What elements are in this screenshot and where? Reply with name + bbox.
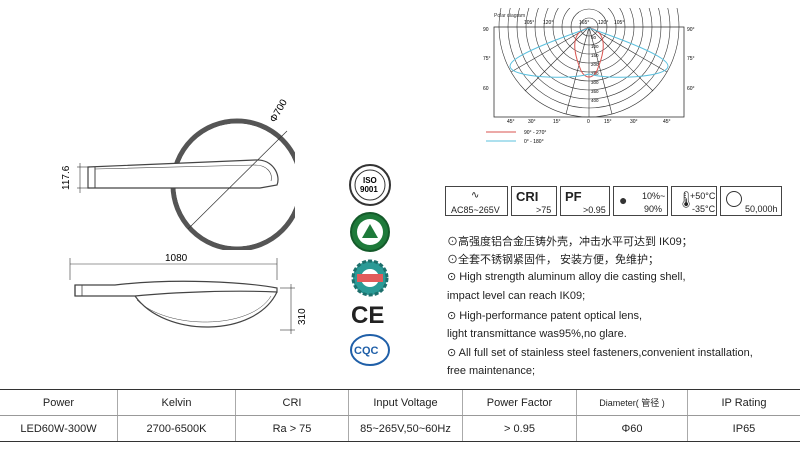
cqc-mark: CQC	[354, 345, 379, 357]
gear-cert-logo	[351, 259, 389, 297]
polar-radial-label: 150	[591, 53, 599, 58]
top-view-drawing: Φ700 117.6	[61, 97, 295, 250]
polar-radial-label: 300	[591, 80, 599, 85]
polar-left-angle: 90	[483, 27, 489, 33]
feature-line: impact level can reach IK09;	[447, 290, 586, 302]
table-header-cell: Kelvin	[117, 389, 236, 416]
ce-logo: CE	[351, 302, 384, 329]
temperature-box: 🌡︎ +50°C -35°C	[671, 186, 717, 216]
feature-line: ⊙ High strength aluminum alloy die casti…	[447, 271, 686, 283]
spec-table: Power Kelvin CRI Input Voltage Power Fac…	[0, 389, 800, 442]
polar-left-angle: 75°	[483, 56, 491, 62]
cqc-logo: CQC	[350, 334, 390, 366]
polar-radial-label: 200	[591, 62, 599, 67]
polar-radial-label: 400	[591, 98, 599, 103]
pf-box: PF >0.95	[560, 186, 610, 216]
polar-grid	[498, 8, 680, 118]
table-header-cell: CRI	[235, 389, 349, 416]
iso-number: 9001	[360, 185, 378, 194]
table-cell: IP65	[687, 415, 800, 442]
table-header-cell: Power Factor	[462, 389, 577, 416]
droplet-icon: ●	[619, 192, 628, 208]
feature-line: ⊙全套不锈钢紧固件， 安装方便，免维护；	[447, 254, 660, 266]
green-seal-logo	[350, 212, 390, 252]
polar-diagram: Polar diagram 105° 120° 165° 120° 105° 5…	[483, 8, 695, 145]
polar-bottom-angle: 15°	[604, 119, 612, 125]
lamp-arm	[87, 159, 279, 189]
ac-voltage-box: ∿ AC85~265V	[445, 186, 508, 216]
table-cell: 2700-6500K	[117, 415, 236, 442]
humidity-box: ● 10%~ 90%	[613, 186, 668, 216]
feature-line: free maintenance;	[447, 365, 536, 377]
thermometer-icon: 🌡︎	[676, 192, 697, 209]
polar-top-angle: 120°	[598, 20, 608, 26]
depth-label: 310	[297, 308, 305, 325]
table-cell: > 0.95	[462, 415, 577, 442]
lifetime-box: 50,000h	[720, 186, 782, 216]
polar-radial-label: 350	[591, 89, 599, 94]
polar-top-angle: 120°	[543, 20, 553, 26]
sine-wave-icon: ∿	[471, 190, 480, 201]
diameter-line	[187, 130, 288, 230]
polar-top-angle: 105°	[614, 20, 624, 26]
cri-value: >75	[536, 205, 552, 215]
polar-right-angle: 90°	[687, 27, 695, 33]
feature-line: light transmittance was95%,no glare.	[447, 328, 627, 340]
polar-bottom-angle: 15°	[553, 119, 561, 125]
table-header-cell: Diameter( 管径 )	[576, 389, 688, 416]
feature-line: ⊙高强度铝合金压铸外壳，冲击水平可达到 IK09；	[447, 236, 693, 248]
pf-title: PF	[565, 189, 582, 204]
polar-bottom-angle: 0	[587, 119, 590, 125]
polar-right-angle: 75°	[687, 56, 695, 62]
table-row: LED60W-300W 2700-6500K Ra > 75 85~265V,5…	[0, 415, 800, 442]
temp-top: +50°C	[690, 191, 716, 201]
diameter-label: Φ700	[268, 97, 290, 124]
length-label: 1080	[165, 253, 188, 264]
cri-title: CRI	[516, 189, 539, 204]
lifetime-value: 50,000h	[745, 204, 778, 214]
polar-radial-label: 50	[591, 35, 597, 40]
polar-right-angle: 60°	[687, 86, 695, 92]
table-cell: Φ60	[576, 415, 688, 442]
ac-voltage-value: AC85~265V	[451, 205, 500, 215]
iso-9001-logo: ISO 9001	[349, 164, 391, 206]
polar-bottom-angle: 30°	[528, 119, 536, 125]
iso-label: ISO	[363, 176, 377, 185]
table-header-cell: Input Voltage	[348, 389, 463, 416]
feature-line: ⊙ All full set of stainless steel fasten…	[447, 347, 753, 359]
temp-bottom: -35°C	[692, 204, 716, 214]
cert-logos: ISO 9001 CE CQC	[349, 164, 391, 366]
curve-90-270	[574, 27, 604, 78]
pf-value: >0.95	[583, 205, 606, 215]
table-cell: 85~265V,50~60Hz	[348, 415, 463, 442]
polar-radial-label: 100	[591, 44, 599, 49]
legend-label: 0° - 180°	[524, 139, 544, 145]
cri-box: CRI >75	[511, 186, 557, 216]
lamp-body-top	[74, 280, 278, 297]
curve-0-180	[509, 27, 669, 78]
polar-title: Polar diagram	[494, 13, 525, 19]
polar-top-angle: 165°	[579, 20, 589, 26]
side-view-drawing: 1080 310	[69, 253, 305, 334]
humidity-bottom: 90%	[644, 204, 663, 214]
polar-left-angle: 60	[483, 86, 489, 92]
table-cell: Ra > 75	[235, 415, 349, 442]
polar-bottom-angle: 45°	[507, 119, 515, 125]
feature-line: ⊙ High-performance patent optical lens,	[447, 310, 643, 322]
polar-bottom-angle: 45°	[663, 119, 671, 125]
lamp-body-lens	[134, 291, 278, 328]
legend-label: 90° - 270°	[524, 130, 546, 136]
table-header-cell: Power	[0, 389, 118, 416]
humidity-top: 10%~	[642, 191, 666, 201]
table-cell: LED60W-300W	[0, 415, 118, 442]
ce-mark: CE	[351, 302, 384, 329]
table-header-row: Power Kelvin CRI Input Voltage Power Fac…	[0, 389, 800, 416]
polar-bottom-angle: 30°	[630, 119, 638, 125]
table-header-cell: IP Rating	[687, 389, 800, 416]
polar-top-angle: 105°	[524, 20, 534, 26]
height-label: 117.6	[61, 165, 72, 190]
clock-icon	[726, 191, 742, 207]
